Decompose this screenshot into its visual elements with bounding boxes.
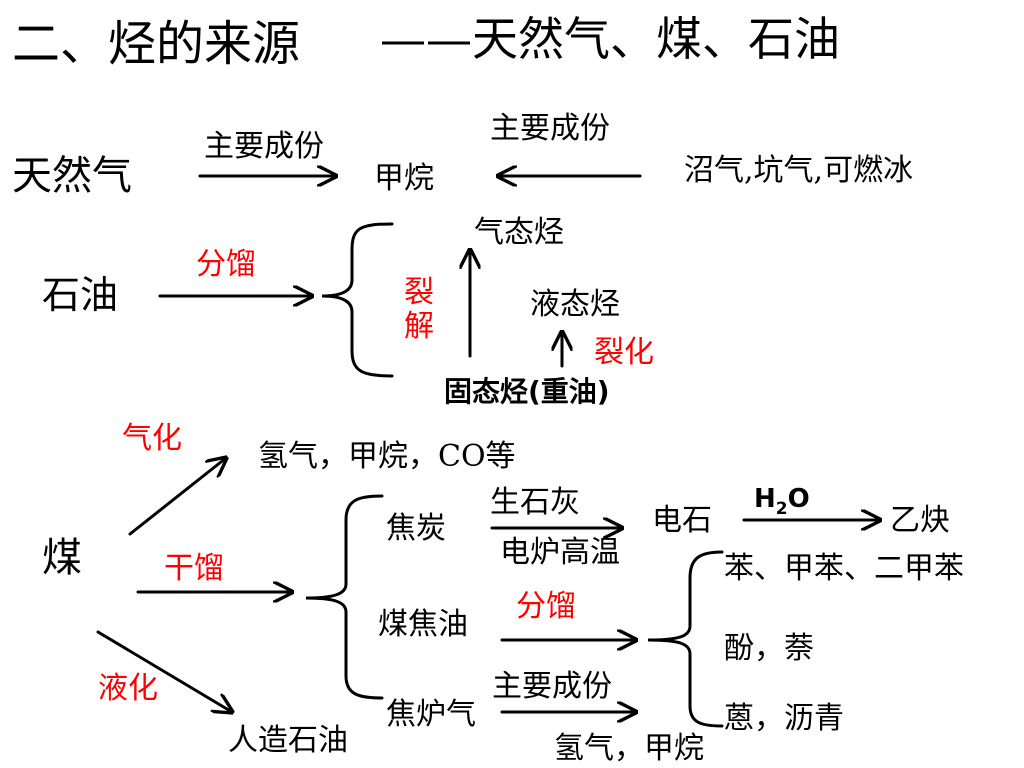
gas-hydrocarbon-label: 气态烃 xyxy=(474,215,564,250)
page-subtitle: ——天然气、煤、石油 xyxy=(380,12,840,66)
acetylene-label: 乙炔 xyxy=(890,503,950,538)
artificial-oil-label: 人造石油 xyxy=(228,723,348,758)
water-label-subscript: 2 xyxy=(775,499,788,519)
coke-condition-label: 电炉高温 xyxy=(500,535,620,570)
tar-product-1: 苯、甲苯、二甲苯 xyxy=(724,551,964,586)
coal-products-brace xyxy=(305,494,384,700)
coal-tar-distillation-label: 分馏 xyxy=(516,589,576,624)
coal-label: 煤 xyxy=(42,535,82,581)
petroleum-label: 石油 xyxy=(42,273,119,317)
methane-label: 甲烷 xyxy=(374,161,434,196)
cracking-deep-label: 裂解 xyxy=(404,275,434,344)
water-label-o: O xyxy=(787,484,810,514)
water-label-h: H xyxy=(754,484,776,514)
liquid-hydrocarbon-label: 液态烃 xyxy=(530,287,620,322)
coal-tar-label: 煤焦油 xyxy=(378,607,468,642)
coke-oven-gas-label: 焦炉气 xyxy=(386,697,476,732)
calcium-carbide-label: 电石 xyxy=(652,503,712,538)
petroleum-brace xyxy=(321,222,394,378)
dry-distillation-label: 干馏 xyxy=(164,551,224,586)
arrow-coal-gasification xyxy=(128,458,226,536)
petroleum-distillation-label: 分馏 xyxy=(196,247,256,282)
solid-hydrocarbon-label: 固态烃(重油) xyxy=(444,375,610,408)
tar-products-brace xyxy=(647,550,724,728)
water-label: H2O xyxy=(754,484,810,518)
gasification-label: 气化 xyxy=(122,421,182,456)
coke-oven-gas-arrow-label: 主要成份 xyxy=(492,669,612,704)
arrow-coal-liquefaction xyxy=(96,630,232,712)
natural-gas-arrow-label: 主要成份 xyxy=(204,129,324,164)
gasification-products-label: 氢气，甲烷，CO等 xyxy=(258,439,516,474)
liquefaction-label: 液化 xyxy=(98,671,158,706)
coke-reagent-label: 生石灰 xyxy=(490,485,580,520)
methane-sources-label: 沼气,坑气,可燃冰 xyxy=(684,153,914,188)
cracking-label: 裂化 xyxy=(594,335,654,370)
tar-product-2: 酚，萘 xyxy=(724,631,814,666)
natural-gas-label: 天然气 xyxy=(12,153,132,199)
sources-arrow-label: 主要成份 xyxy=(490,111,610,146)
page-title: 二、烃的来源 xyxy=(12,16,301,72)
tar-product-3: 蒽，沥青 xyxy=(724,701,844,736)
coke-label: 焦炭 xyxy=(386,511,446,546)
coke-oven-gas-products-label: 氢气，甲烷 xyxy=(554,731,704,766)
